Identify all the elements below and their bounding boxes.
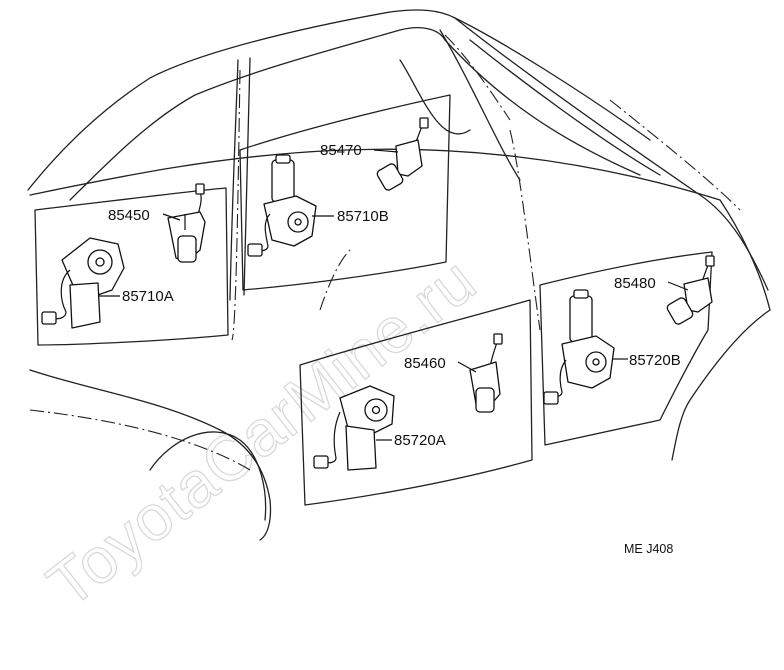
lock-motor-85470 [376, 117, 429, 191]
lock-motor-85460 [469, 333, 503, 413]
car-body-outline [27, 9, 771, 541]
leader-lines [98, 149, 689, 441]
rear-door-lower-panel [299, 299, 533, 506]
dash-outline-lines [29, 34, 741, 471]
window-motor-85720A [313, 385, 395, 471]
part-label-85450: 85450 [108, 207, 150, 224]
window-motor-85710B [247, 154, 317, 257]
figure-code: ME J408 [624, 542, 673, 556]
part-label-85710A: 85710A [122, 288, 174, 305]
part-label-85470: 85470 [320, 142, 362, 159]
front-door-panel [34, 187, 229, 346]
part-label-85720A: 85720A [394, 432, 446, 449]
window-motor-85720B [543, 289, 615, 405]
rear-door-upper-panel [239, 94, 451, 291]
part-label-85460: 85460 [404, 355, 446, 372]
lock-motor-85450 [167, 183, 206, 263]
lock-motor-85480 [666, 255, 715, 325]
rear-right-door-panel [539, 251, 713, 446]
part-label-85710B: 85710B [337, 208, 389, 225]
window-motor-85710A [41, 237, 125, 329]
part-label-85720B: 85720B [629, 352, 681, 369]
part-label-85480: 85480 [614, 275, 656, 292]
